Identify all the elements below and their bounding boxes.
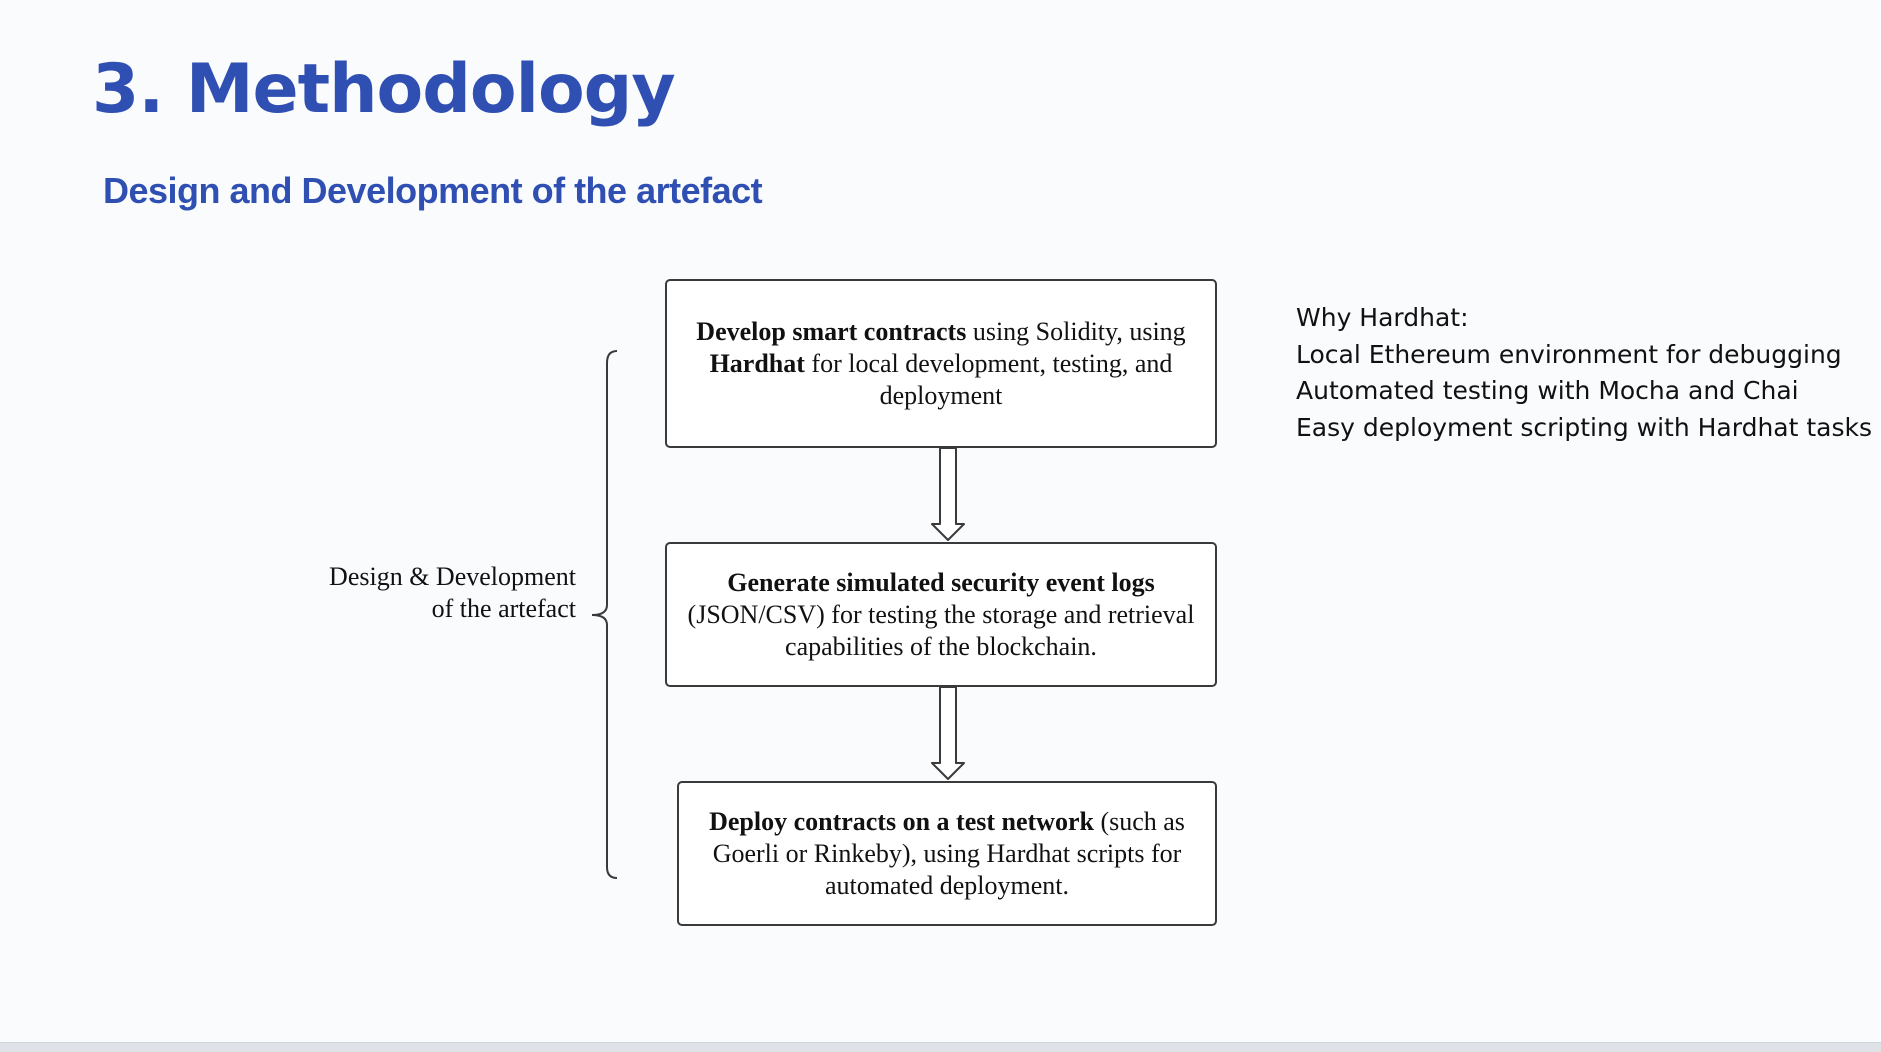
flow-step-deploy-bold: Deploy contracts on a test network bbox=[709, 806, 1094, 836]
flow-step-develop: Develop smart contracts using Solidity, … bbox=[665, 279, 1217, 448]
flow-step-develop-bold2: Hardhat bbox=[709, 348, 805, 378]
flow-step-generate-logs-text1: (JSON/CSV) for testing the storage and r… bbox=[687, 599, 1195, 661]
left-brace bbox=[591, 350, 618, 879]
flow-step-develop-text1: using Solidity, using bbox=[966, 316, 1186, 346]
why-hardhat-list: Why Hardhat: Local Ethereum environment … bbox=[1296, 300, 1872, 446]
why-hardhat-item: Automated testing with Mocha and Chai bbox=[1296, 376, 1799, 405]
flow-step-generate-logs-text: Generate simulated security event logs (… bbox=[681, 567, 1201, 663]
bracket-label-line1: Design & Development bbox=[329, 562, 576, 591]
flow-step-develop-text2: for local development, testing, and depl… bbox=[804, 348, 1173, 410]
bottom-scroll-strip bbox=[0, 1042, 1881, 1052]
bracket-label: Design & Development of the artefact bbox=[300, 561, 576, 625]
flow-step-deploy-text1: (such as Goerli or Rinkeby), using Hardh… bbox=[712, 806, 1185, 900]
flow-step-generate-logs-bold: Generate simulated security event logs bbox=[727, 567, 1155, 597]
arrow-step1-to-step2 bbox=[931, 447, 965, 541]
bracket-label-line2: of the artefact bbox=[431, 594, 576, 623]
page-subtitle: Design and Development of the artefact bbox=[103, 170, 763, 211]
flow-step-generate-logs: Generate simulated security event logs (… bbox=[665, 542, 1217, 687]
flow-step-deploy: Deploy contracts on a test network (such… bbox=[677, 781, 1217, 926]
flow-step-develop-bold: Develop smart contracts bbox=[696, 316, 967, 346]
page-title: 3. Methodology bbox=[92, 50, 676, 129]
why-hardhat-item: Easy deployment scripting with Hardhat t… bbox=[1296, 412, 1873, 442]
flow-step-develop-text: Develop smart contracts using Solidity, … bbox=[681, 316, 1201, 412]
arrow-step2-to-step3 bbox=[931, 686, 965, 780]
flow-step-deploy-text: Deploy contracts on a test network (such… bbox=[693, 806, 1201, 902]
why-hardhat-item: Local Ethereum environment for debugging bbox=[1296, 339, 1842, 369]
why-hardhat-heading: Why Hardhat: bbox=[1296, 303, 1469, 332]
